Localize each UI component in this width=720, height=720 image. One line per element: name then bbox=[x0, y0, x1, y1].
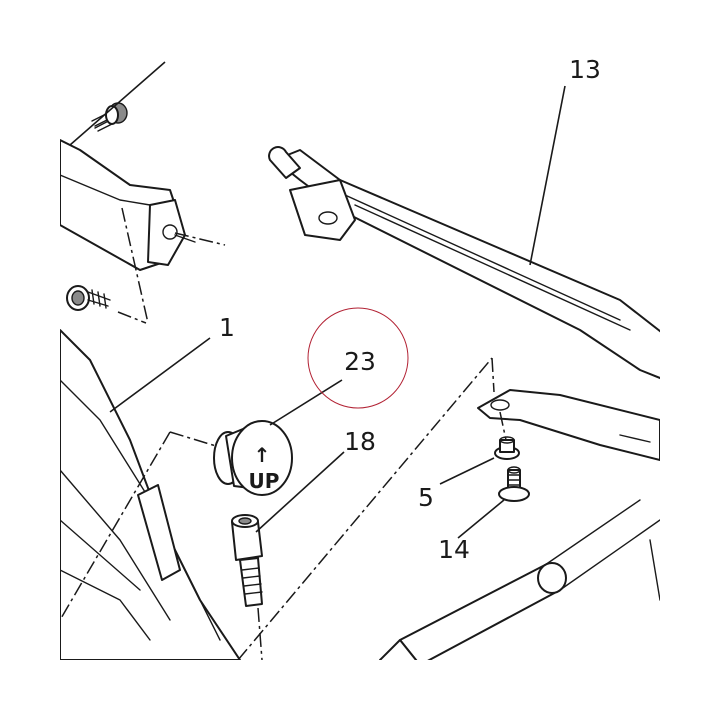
leader-lines bbox=[69, 61, 566, 539]
highlight-circle bbox=[307, 307, 409, 409]
part-18-pin bbox=[231, 514, 263, 607]
cap-up-marking: UP bbox=[249, 469, 280, 493]
label-23: 23 bbox=[344, 347, 376, 376]
side-bracket bbox=[60, 139, 196, 271]
label-13: 13 bbox=[569, 55, 601, 84]
leader-14 bbox=[457, 499, 505, 539]
label-1: 1 bbox=[219, 313, 235, 342]
leader-5 bbox=[439, 457, 495, 485]
handle-bar bbox=[268, 146, 660, 380]
leader-upper-screw bbox=[69, 61, 166, 146]
leader-13 bbox=[529, 85, 566, 266]
part-5-washer bbox=[494, 436, 520, 460]
bracket-plate bbox=[477, 389, 660, 461]
leader-23 bbox=[269, 379, 343, 426]
leader-1 bbox=[109, 337, 211, 413]
label-18: 18 bbox=[344, 427, 376, 456]
assembly-guides bbox=[60, 207, 507, 660]
main-housing bbox=[60, 329, 241, 660]
part-14-bolt bbox=[498, 466, 530, 502]
lower-screw bbox=[66, 285, 111, 311]
lower-tube bbox=[379, 499, 660, 660]
part-23-cap: ↑ UP bbox=[213, 420, 293, 496]
upper-screw bbox=[91, 102, 128, 132]
cap-arrow-icon: ↑ bbox=[254, 443, 271, 467]
leader-18 bbox=[255, 451, 345, 533]
label-5: 5 bbox=[418, 483, 434, 512]
label-14: 14 bbox=[438, 535, 470, 564]
